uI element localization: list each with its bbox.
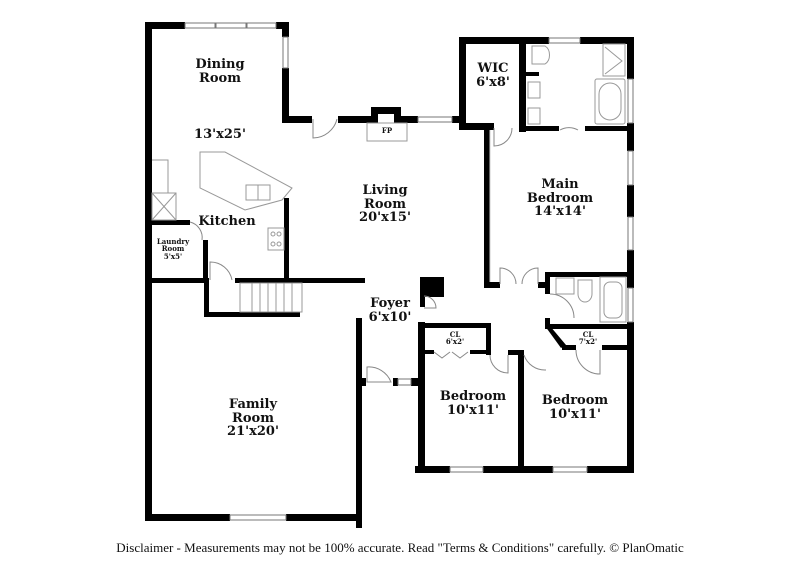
laundry-room-name-2: Room	[161, 244, 185, 254]
closet1-size: 6'x2'	[445, 337, 465, 347]
bathtub-icon	[599, 276, 627, 323]
dining-room-name-1: Dining	[195, 57, 245, 72]
disclaimer-text: Disclaimer - Measurements may not be 100…	[116, 540, 684, 555]
bedroom2-name: Bedroom	[439, 389, 507, 404]
dining-room-label: Dining Room	[180, 58, 260, 85]
closet2-size: 7'x2'	[578, 337, 598, 347]
living-room-name-2: Room	[364, 196, 406, 212]
bathtub-icon	[598, 82, 622, 121]
foyer-size: 6'x10'	[368, 309, 412, 325]
walls	[145, 22, 634, 528]
laundry-room-label: Laundry Room 5'x5'	[148, 238, 198, 260]
foyer-name: Foyer	[370, 296, 410, 311]
closet2-label: CL 7'x2'	[568, 331, 608, 346]
stove-icon	[267, 227, 285, 251]
wic-label: WIC 6'x8'	[467, 62, 519, 89]
family-room-name-1: Family	[228, 397, 278, 412]
bedroom3-name: Bedroom	[541, 393, 609, 408]
closet2-name: CL	[582, 330, 594, 339]
fireplace-label: FP	[381, 126, 393, 135]
fireplace-hearth	[366, 122, 408, 142]
fixtures	[151, 43, 627, 323]
dining-room-size: 13'x25'	[194, 127, 246, 142]
closet1-label: CL 6'x2'	[435, 331, 475, 346]
family-room-size: 21'x20'	[227, 424, 279, 440]
sink-icon	[527, 107, 541, 125]
windows	[184, 22, 634, 521]
main-bedroom-size: 14'x14'	[534, 204, 586, 220]
dining-room-name-2: Room	[199, 70, 241, 86]
wic-size: 6'x8'	[476, 74, 510, 90]
main-bedroom-name-2: Bedroom	[526, 190, 594, 206]
sink-icon	[527, 81, 541, 99]
laundry-room-size: 5'x5'	[163, 251, 183, 261]
bedroom3-label: Bedroom 10'x11'	[530, 394, 620, 421]
bedroom2-size: 10'x11'	[447, 402, 499, 418]
kitchen-label: Kitchen	[198, 214, 256, 229]
stairs-icon	[239, 282, 303, 313]
laundry-room-name-1: Laundry	[156, 237, 190, 246]
shower-icon	[602, 43, 626, 77]
foyer-label: Foyer 6'x10'	[362, 297, 418, 324]
bedroom3-size: 10'x11'	[549, 406, 601, 422]
washer-icon	[151, 192, 177, 221]
sink-icon	[555, 277, 575, 295]
kitchen-counter	[199, 151, 293, 211]
main-bedroom-label: Main Bedroom 14'x14'	[515, 178, 605, 219]
living-room-label: Living Room 20'x15'	[345, 184, 425, 225]
living-room-name-1: Living	[362, 183, 408, 198]
toilet-icon	[577, 279, 593, 303]
family-room-name-2: Room	[232, 410, 274, 426]
toilet-icon	[531, 45, 550, 65]
closet1-name: CL	[449, 330, 461, 339]
bedroom2-label: Bedroom 10'x11'	[428, 390, 518, 417]
wic-name: WIC	[477, 61, 509, 76]
family-room-label: Family Room 21'x20'	[208, 398, 298, 439]
living-room-size: 20'x15'	[359, 210, 411, 226]
doors	[189, 118, 601, 383]
main-bedroom-name-1: Main	[541, 177, 579, 192]
